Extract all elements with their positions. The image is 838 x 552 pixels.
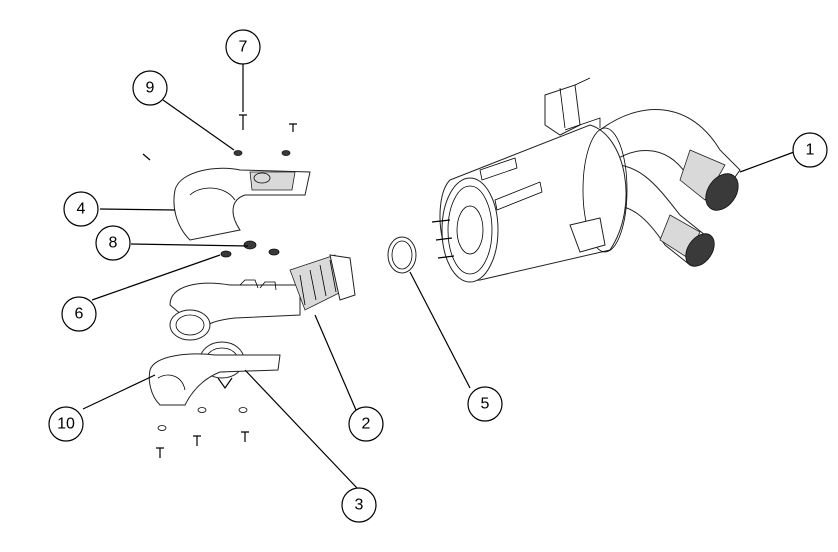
callout-balloon-3: 3: [341, 487, 377, 523]
header-pipe: [169, 254, 356, 341]
callout-balloon-4: 4: [63, 191, 99, 227]
lower-heat-shield: [148, 353, 281, 406]
callout-balloon-10: 10: [48, 406, 84, 442]
callout-label-2: 2: [362, 416, 371, 433]
callout-label-1: 1: [806, 142, 815, 159]
callout-balloon-8: 8: [95, 225, 131, 261]
gasket-ring: [387, 236, 417, 274]
callout-balloon-9: 9: [132, 70, 168, 106]
callout-label-10: 10: [57, 416, 75, 433]
callout-balloon-6: 6: [61, 296, 97, 332]
callout-balloon-5: 5: [467, 386, 503, 422]
muffler-assembly: [431, 77, 741, 283]
callout-balloon-1: 1: [792, 132, 828, 168]
leader-lines: [82, 64, 795, 489]
callout-label-7: 7: [239, 39, 248, 56]
callout-balloon-7: 7: [225, 29, 261, 65]
callout-label-9: 9: [146, 80, 155, 97]
callout-label-5: 5: [481, 396, 490, 413]
callout-label-4: 4: [77, 201, 86, 218]
callout-label-3: 3: [355, 497, 364, 514]
callout-label-8: 8: [109, 235, 118, 252]
fasteners: [142, 114, 297, 458]
callout-label-6: 6: [75, 306, 84, 323]
callout-balloon-2: 2: [348, 406, 384, 442]
upper-heat-shield: [173, 167, 311, 241]
